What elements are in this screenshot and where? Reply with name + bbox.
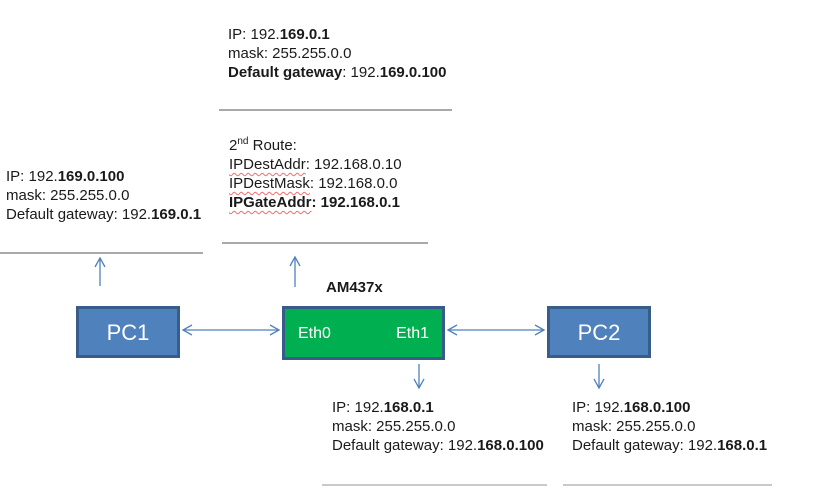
text-segment: IP: 192.	[6, 168, 58, 185]
node-pc1: PC1	[76, 306, 180, 358]
text-segment: : 192.168.0.0	[309, 175, 398, 192]
pc1-mask-line: mask: 255.255.0.0	[6, 186, 201, 205]
eth1-gateway-line: Default gateway: 192.168.0.100	[332, 436, 544, 455]
text-segment: IPDestAddr	[229, 156, 306, 173]
eth0-config-block: IP: 192.169.0.1 mask: 255.255.0.0 Defaul…	[228, 25, 446, 82]
text-segment: mask: 255.255.0.0	[572, 418, 696, 435]
text-segment: mask: 255.255.0.0	[6, 187, 130, 204]
dest-addr-line: IPDestAddr: 192.168.0.10	[229, 155, 402, 174]
text-segment: Default gateway: 192.	[6, 206, 152, 223]
divider-under-pc1-config	[0, 252, 203, 254]
text-segment: Route:	[248, 137, 297, 154]
pc2-ip-line: IP: 192.168.0.100	[572, 398, 767, 417]
dest-mask-line: IPDestMask: 192.168.0.0	[229, 174, 402, 193]
text-segment: IP: 192.	[228, 26, 280, 43]
pc2-label: PC2	[577, 319, 621, 345]
node-pc2: PC2	[547, 306, 651, 358]
text-segment: IPDestMask	[229, 175, 310, 192]
text-segment: 168.0.100	[623, 399, 691, 416]
second-route-block: 2nd Route: IPDestAddr: 192.168.0.10 IPDe…	[229, 136, 402, 212]
text-segment: mask: 255.255.0.0	[332, 418, 456, 435]
text-segment: 168.0.100	[477, 437, 544, 454]
pc2-config-block: IP: 192.168.0.100 mask: 255.255.0.0 Defa…	[572, 398, 767, 455]
text-segment: IP: 192.	[332, 399, 384, 416]
divider-under-eth1-config	[322, 484, 547, 486]
pc1-config-block: IP: 192.169.0.100 mask: 255.255.0.0 Defa…	[6, 167, 201, 224]
node-am437x-router: Eth0 Eth1	[282, 306, 445, 360]
text-segment: 169.0.100	[57, 168, 125, 185]
eth0-gateway-line: Default gateway: 192.169.0.100	[228, 63, 446, 82]
eth0-ip-line: IP: 192.169.0.1	[228, 25, 446, 44]
router-title: AM437x	[326, 279, 383, 296]
divider-under-eth0-config	[219, 109, 452, 111]
gate-addr-line: IPGateAddr: 192.168.0.1	[229, 193, 402, 212]
text-segment: 169.0.1	[279, 26, 330, 43]
text-segment: : 192.168.0.10	[305, 156, 402, 173]
eth1-config-block: IP: 192.168.0.1 mask: 255.255.0.0 Defaul…	[332, 398, 544, 455]
pc1-label: PC1	[106, 319, 150, 345]
text-segment: 169.0.1	[151, 206, 202, 223]
text-segment: 169.0.100	[379, 64, 447, 81]
divider-under-second-route	[222, 242, 428, 244]
text-segment: 168.0.1	[717, 437, 768, 454]
eth1-port-label: Eth1	[396, 324, 429, 342]
pc1-ip-line: IP: 192.169.0.100	[6, 167, 201, 186]
text-segment: IPGateAddr	[229, 194, 312, 211]
text-segment: 2	[229, 137, 238, 154]
pc1-gateway-line: Default gateway: 192.169.0.1	[6, 205, 201, 224]
text-segment: Default gateway: 192.	[332, 437, 478, 454]
text-segment: : 192.168.0.1	[311, 194, 400, 211]
text-segment: : 192.	[342, 64, 380, 81]
text-segment: IP: 192.	[572, 399, 624, 416]
eth0-mask-line: mask: 255.255.0.0	[228, 44, 446, 63]
text-segment: Default gateway	[228, 64, 343, 81]
text-segment: mask: 255.255.0.0	[228, 45, 352, 62]
eth1-mask-line: mask: 255.255.0.0	[332, 417, 544, 436]
eth0-port-label: Eth0	[298, 324, 331, 342]
second-route-title: 2nd Route:	[229, 136, 402, 155]
text-segment: Default gateway: 192.	[572, 437, 718, 454]
text-segment: 168.0.1	[383, 399, 434, 416]
ordinal-superscript: nd	[237, 136, 249, 147]
divider-under-pc2-config	[563, 484, 772, 486]
pc2-gateway-line: Default gateway: 192.168.0.1	[572, 436, 767, 455]
eth1-ip-line: IP: 192.168.0.1	[332, 398, 544, 417]
pc2-mask-line: mask: 255.255.0.0	[572, 417, 767, 436]
